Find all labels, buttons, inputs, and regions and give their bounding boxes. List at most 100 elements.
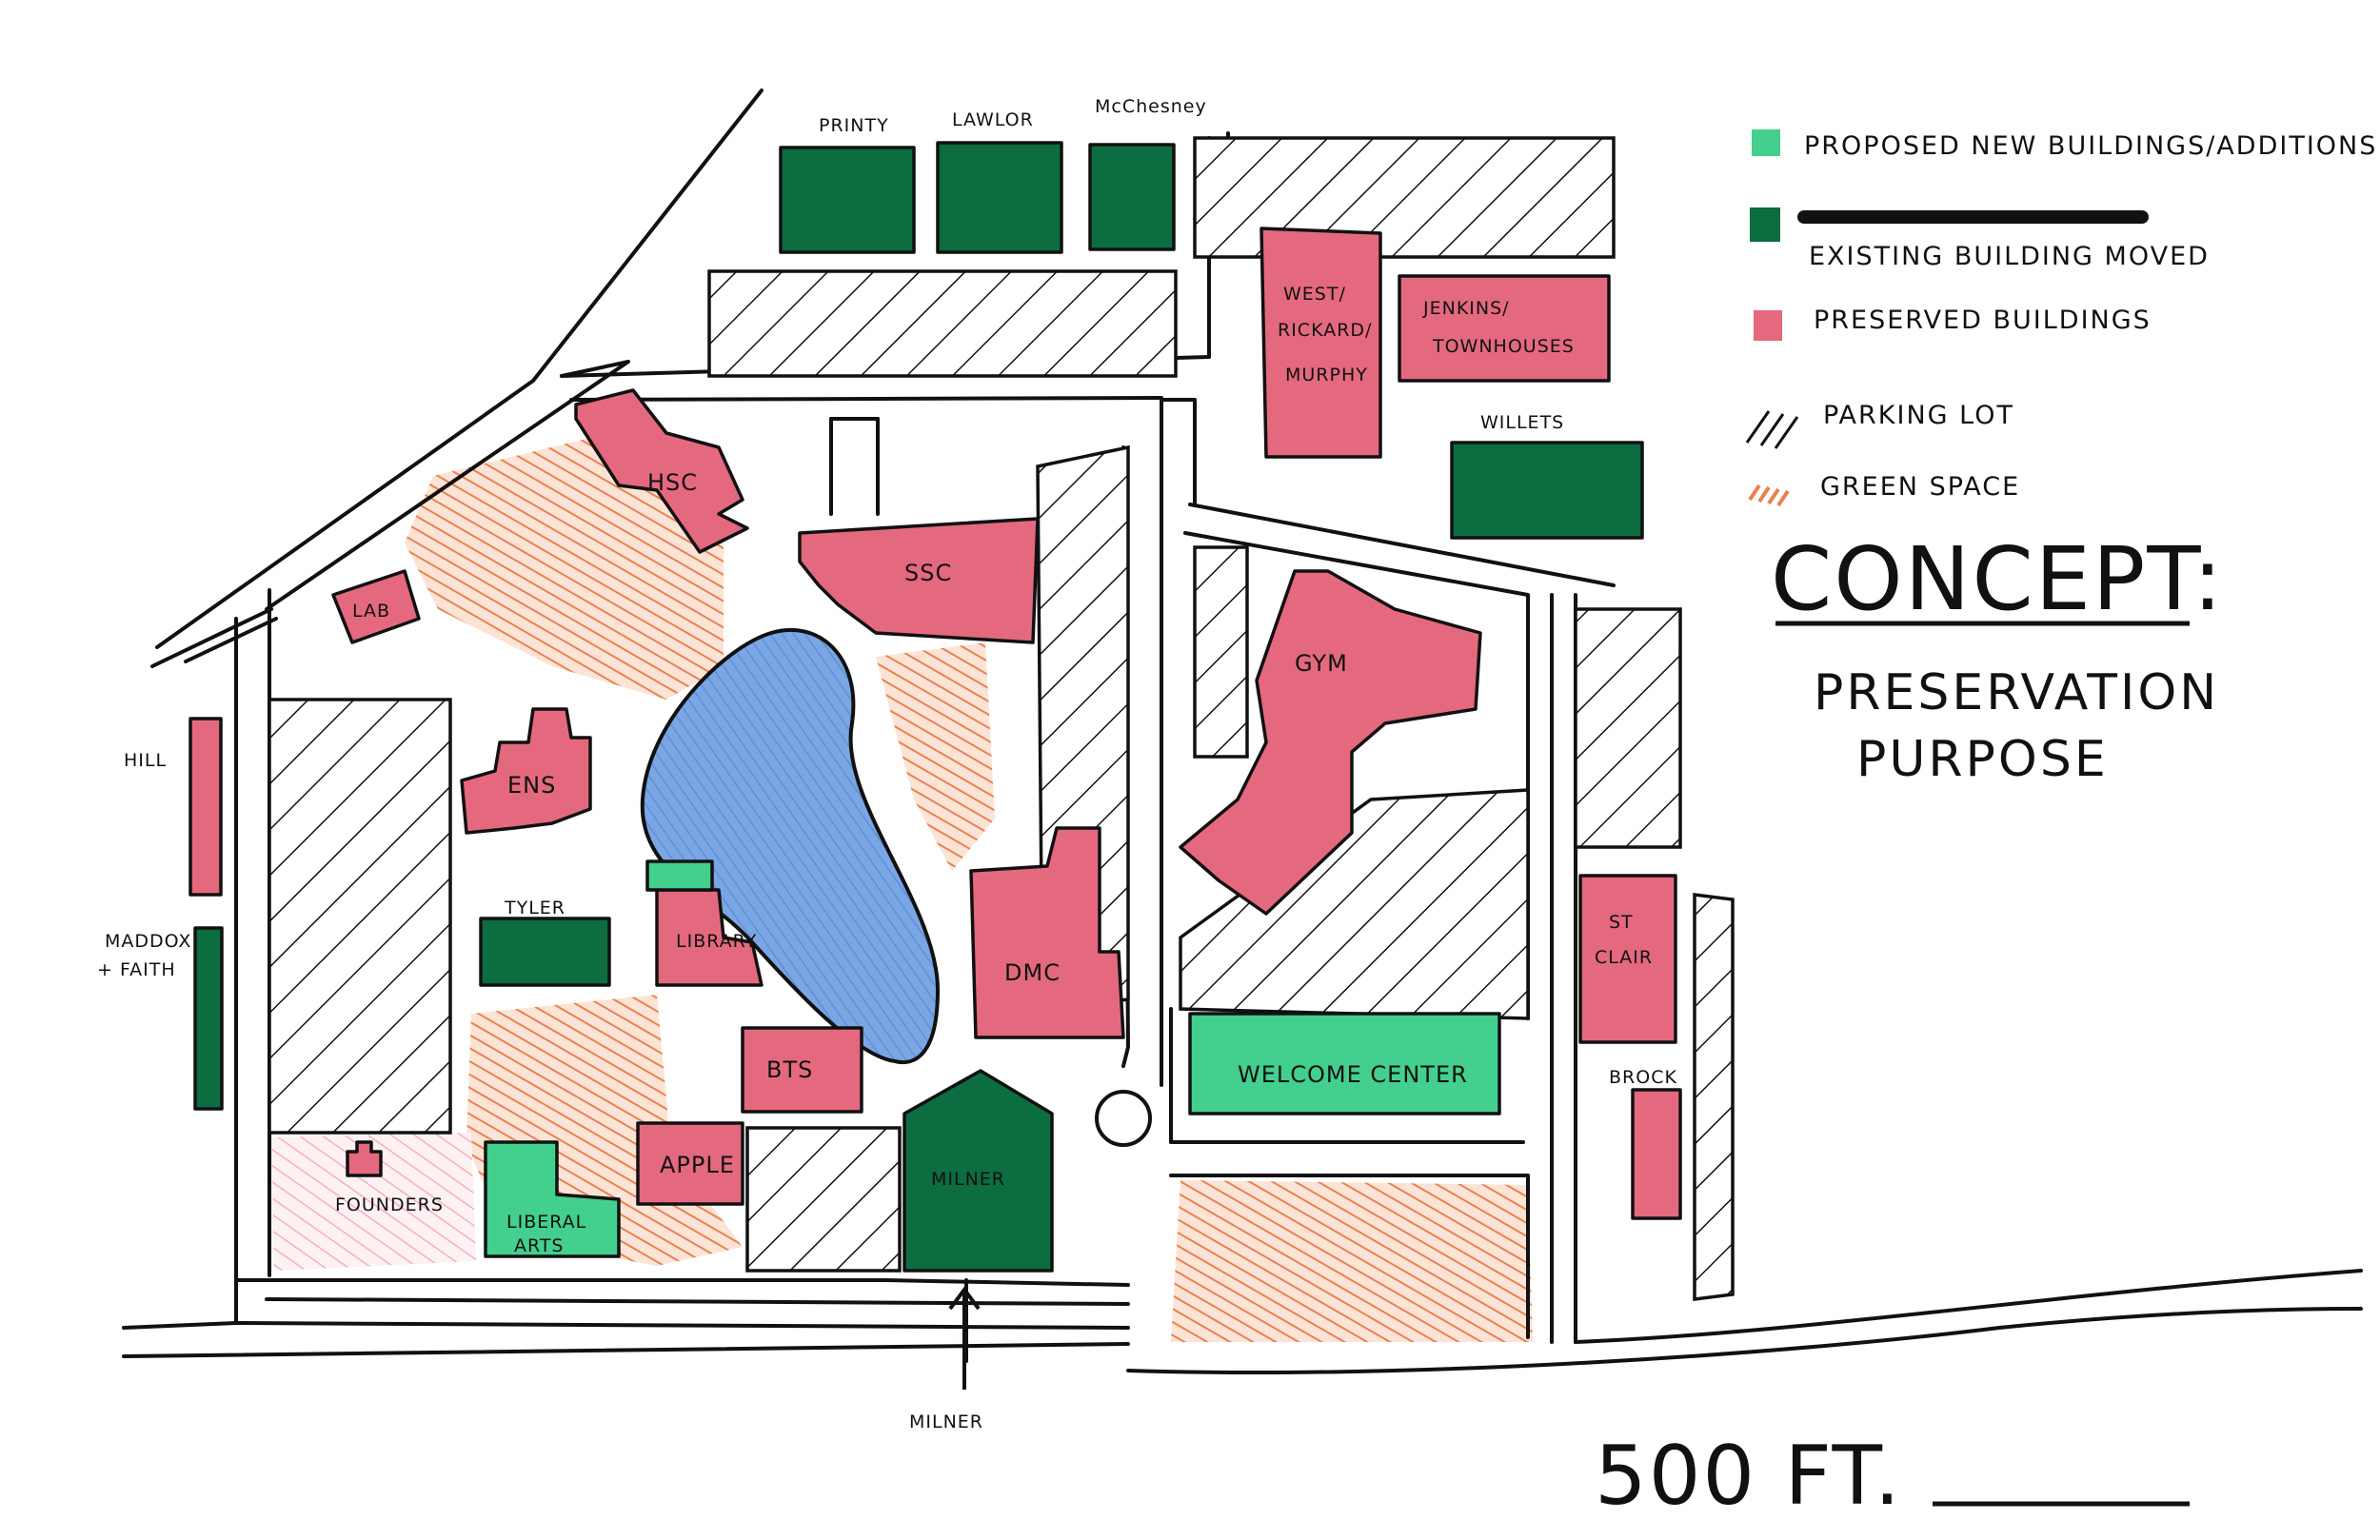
label-mcchesney: McChesney xyxy=(1095,96,1207,117)
road-diagonal-outer xyxy=(155,89,764,649)
road-mid-1 xyxy=(1160,398,1197,506)
road-diagonal-connector xyxy=(184,617,278,663)
legend-swatch-green xyxy=(1748,484,1790,507)
road-south-4 xyxy=(122,1342,1130,1358)
road-highway-south xyxy=(1126,1307,2363,1374)
building-brock xyxy=(1631,1088,1682,1220)
label-printy: PRINTY xyxy=(819,115,889,136)
building-hsc xyxy=(574,388,749,554)
label-dmc: DMC xyxy=(1004,959,1061,986)
label-willets: WILLETS xyxy=(1480,412,1564,433)
road-south-2 xyxy=(265,1297,1130,1306)
label-maddox-1: MADDOX xyxy=(105,931,191,952)
label-brock: BROCK xyxy=(1609,1067,1677,1088)
building-maddox-faith xyxy=(193,926,224,1111)
label-library: LIBRARY xyxy=(676,931,757,952)
building-liberal-arts xyxy=(484,1140,621,1258)
building-founders xyxy=(346,1140,383,1177)
label-liberal-2: ARTS xyxy=(514,1235,564,1256)
building-lawlor xyxy=(936,141,1063,254)
building-labels: PRINTY LAWLOR McChesney WEST/ RICKARD/ M… xyxy=(97,96,1677,1256)
building-bts xyxy=(741,1026,863,1114)
building-library-addition xyxy=(645,859,714,892)
label-milner-entrance: MILNER xyxy=(909,1412,983,1432)
legend-label-moved: EXISTING BUILDING MOVED xyxy=(1809,242,2210,271)
label-founders: FOUNDERS xyxy=(335,1194,444,1215)
building-library xyxy=(655,888,764,987)
parking-north-east xyxy=(1193,136,1616,259)
road-diagonal-connector-2 xyxy=(150,607,273,668)
legend-label-new: PROPOSED NEW BUILDINGS/ADDITIONS xyxy=(1804,131,2377,161)
label-bts: BTS xyxy=(766,1056,813,1083)
lake xyxy=(640,627,941,1064)
label-st-clair-1: ST xyxy=(1609,912,1634,933)
road-south-3 xyxy=(234,1321,1130,1330)
preserved-buildings xyxy=(188,227,1682,1220)
label-gym: GYM xyxy=(1295,650,1348,677)
building-west-rickard-murphy xyxy=(1259,227,1382,459)
label-hill: HILL xyxy=(124,750,167,771)
concept-heading: CONCEPT: xyxy=(1771,528,2224,630)
building-st-clair xyxy=(1578,874,1677,1044)
entrance-arrow-head xyxy=(948,1286,981,1311)
green-space-founders xyxy=(271,1133,476,1271)
label-jenkins-2: TOWNHOUSES xyxy=(1432,336,1575,357)
green-space-bottom xyxy=(1171,1180,1533,1342)
building-welcome-center xyxy=(1188,1012,1501,1116)
label-milner-building: MILNER xyxy=(931,1169,1005,1190)
legend-label-parking: PARKING LOT xyxy=(1823,401,2014,430)
green-space-north xyxy=(405,433,724,700)
building-ssc xyxy=(798,517,1040,644)
building-printy xyxy=(779,146,916,254)
legend-swatch-preserved xyxy=(1754,310,1782,341)
building-apple xyxy=(636,1121,744,1206)
legend-swatch-parking xyxy=(1745,410,1799,449)
road-welcome-block xyxy=(1169,1007,1525,1144)
parking-gym-west xyxy=(1193,545,1249,759)
building-gym xyxy=(1179,569,1482,916)
parking-far-east xyxy=(1693,893,1735,1301)
green-space-east-of-lake xyxy=(876,642,995,871)
label-west-3: MURPHY xyxy=(1285,365,1368,385)
concept-block: CONCEPT: PRESERVATION PURPOSE xyxy=(1771,528,2224,788)
building-dmc xyxy=(969,826,1125,1039)
legend-swatch-moved xyxy=(1750,207,1780,242)
building-mcchesney xyxy=(1088,143,1176,251)
label-st-clair-2: CLAIR xyxy=(1595,947,1653,968)
road-south-1 xyxy=(234,1278,1130,1287)
label-lab: LAB xyxy=(352,601,390,622)
label-maddox-2: + FAITH xyxy=(97,959,176,980)
label-jenkins-1: JENKINS/ xyxy=(1422,298,1510,319)
label-welcome-center: WELCOME CENTER xyxy=(1238,1061,1468,1088)
label-ssc: SSC xyxy=(904,560,952,586)
parking-south-center xyxy=(745,1126,902,1273)
parking-east xyxy=(1574,607,1682,849)
road-mid-2 xyxy=(1188,503,1616,587)
label-hsc: HSC xyxy=(647,469,698,496)
building-tyler xyxy=(479,917,611,987)
building-milner xyxy=(902,1069,1054,1273)
label-ens: ENS xyxy=(507,772,556,799)
building-lab xyxy=(331,569,421,644)
road-highway-north xyxy=(1574,1269,2363,1344)
concept-line-1: PRESERVATION xyxy=(1814,664,2219,721)
building-ens xyxy=(460,707,592,835)
label-west-1: WEST/ xyxy=(1283,284,1346,305)
road-diagonal-inner xyxy=(265,360,630,611)
milner-entrance: MILNER xyxy=(909,1286,983,1432)
label-liberal-1: LIBERAL xyxy=(506,1212,586,1233)
scale-label: 500 FT. xyxy=(1595,1429,1902,1524)
road-south-5 xyxy=(122,1321,238,1330)
road-bottom-block xyxy=(1169,1174,1530,1339)
scale-bar: 500 FT. xyxy=(1595,1429,2190,1524)
parking-west-large xyxy=(268,698,452,1135)
legend-label-preserved: PRESERVED BUILDINGS xyxy=(1814,306,2152,335)
moved-buildings xyxy=(193,141,1644,1273)
building-hill xyxy=(188,717,223,897)
legend-swatch-new xyxy=(1752,129,1780,156)
legend-label-green: GREEN SPACE xyxy=(1820,472,2020,502)
road-north-2 xyxy=(569,396,1163,402)
label-lawlor: LAWLOR xyxy=(952,109,1034,130)
legend: PROPOSED NEW BUILDINGS/ADDITIONS EXISTIN… xyxy=(1745,129,2377,507)
